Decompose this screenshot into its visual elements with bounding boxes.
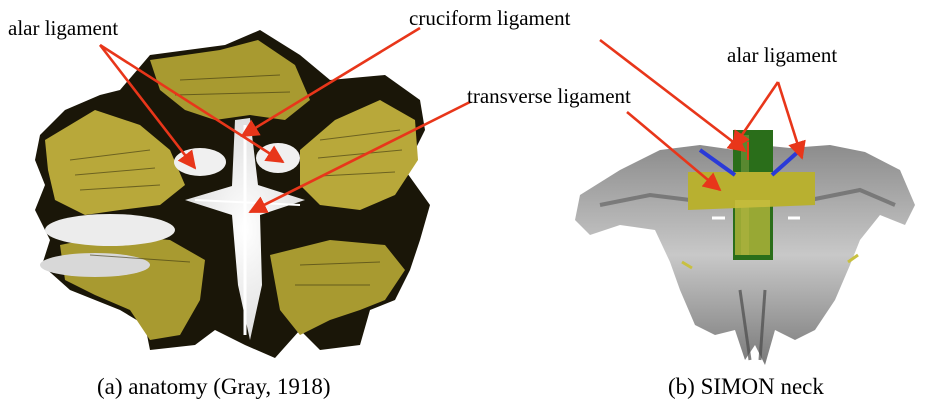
left-disc-2 (40, 253, 150, 277)
anatomy-illustration (35, 30, 430, 358)
caption-b: (b) SIMON neck (668, 375, 824, 398)
label-alar-ligament-left: alar ligament (8, 18, 118, 39)
label-cruciform-ligament: cruciform ligament (409, 8, 571, 29)
left-disc (45, 214, 175, 246)
simon-neck-model (575, 130, 915, 365)
label-transverse-ligament: transverse ligament (467, 86, 631, 107)
caption-a: (a) anatomy (Gray, 1918) (97, 375, 331, 398)
label-alar-ligament-right: alar ligament (727, 45, 837, 66)
arrow-alar-right-2 (778, 82, 802, 158)
lower-left-bone (60, 235, 205, 340)
